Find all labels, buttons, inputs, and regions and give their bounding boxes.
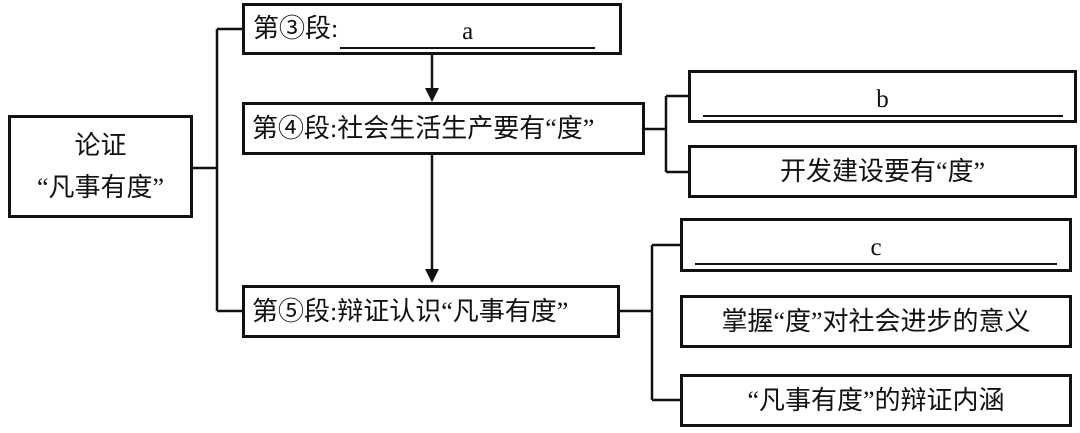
root-line-2: “凡事有度” (36, 172, 165, 202)
grasp-degree-meaning-label: 掌握“度”对社会进步的意义 (721, 306, 1031, 336)
paragraph-3-label: 第③段: (253, 14, 339, 44)
bracket-root-children (193, 27, 243, 313)
bracket-p4-children (644, 94, 689, 174)
paragraph-5-label: 第⑤段:辩证认识“凡事有度” (252, 296, 569, 326)
blank-a: a (340, 17, 596, 49)
arrow-down-p4-to-p5 (425, 155, 439, 283)
blank-b: b (702, 85, 1063, 117)
node-paragraph-3: 第③段: a (242, 3, 622, 55)
node-development-degree: 开发建设要有“度” (688, 145, 1077, 198)
arrow-down-p3-to-p4 (425, 55, 439, 102)
node-dialectical-connotation: “凡事有度”的辩证内涵 (680, 374, 1072, 427)
bracket-p5-children (619, 243, 681, 402)
node-paragraph-4: 第④段:社会生活生产要有“度” (242, 102, 645, 155)
root-line-1: 论证 (74, 130, 127, 160)
blank-c: c (695, 233, 1057, 265)
node-blank-b: b (688, 70, 1077, 123)
node-blank-c: c (680, 218, 1072, 272)
node-paragraph-5: 第⑤段:辩证认识“凡事有度” (242, 285, 620, 338)
development-degree-label: 开发建设要有“度” (779, 156, 986, 186)
paragraph-4-label: 第④段:社会生活生产要有“度” (252, 113, 595, 143)
node-root-thesis: 论证 “凡事有度” (8, 115, 193, 218)
dialectical-connotation-label: “凡事有度”的辩证内涵 (747, 385, 1005, 415)
node-grasp-degree-meaning: 掌握“度”对社会进步的意义 (680, 295, 1072, 348)
